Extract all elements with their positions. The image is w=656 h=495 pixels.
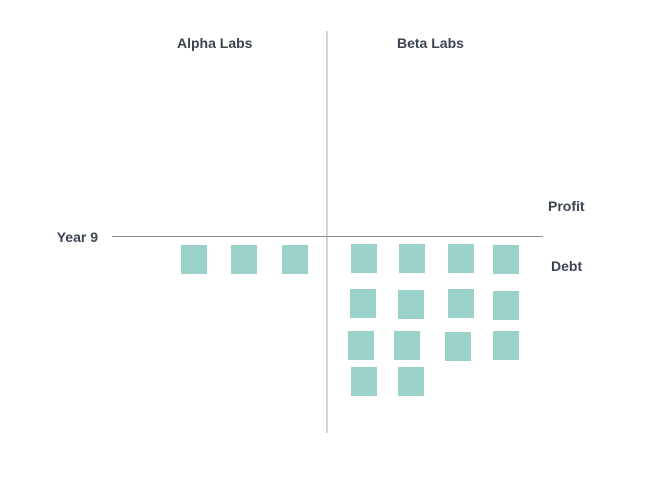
row-label-year: Year 9: [56, 229, 98, 245]
unit-square-beta: [398, 290, 424, 319]
group-label-alpha-labs: Alpha Labs: [177, 35, 253, 51]
unit-square-beta: [348, 331, 374, 360]
unit-square-beta: [351, 367, 377, 396]
unit-square-alpha: [231, 245, 257, 274]
group-divider-line: [326, 31, 328, 433]
unit-square-beta: [448, 244, 474, 273]
unit-square-beta: [350, 289, 376, 318]
group-label-beta-labs: Beta Labs: [397, 35, 464, 51]
unit-square-beta: [493, 331, 519, 360]
year-baseline: [112, 236, 543, 238]
unit-square-beta: [398, 367, 424, 396]
unit-square-beta: [493, 245, 519, 274]
unit-square-beta: [351, 244, 377, 273]
unit-square-beta: [399, 244, 425, 273]
unit-square-beta: [394, 331, 420, 360]
profit-label: Profit: [548, 198, 585, 214]
unit-square-beta: [493, 291, 519, 320]
unit-square-beta: [445, 332, 471, 361]
unit-square-alpha: [282, 245, 308, 274]
unit-square-alpha: [181, 245, 207, 274]
debt-label: Debt: [551, 258, 583, 274]
unit-square-beta: [448, 289, 474, 318]
